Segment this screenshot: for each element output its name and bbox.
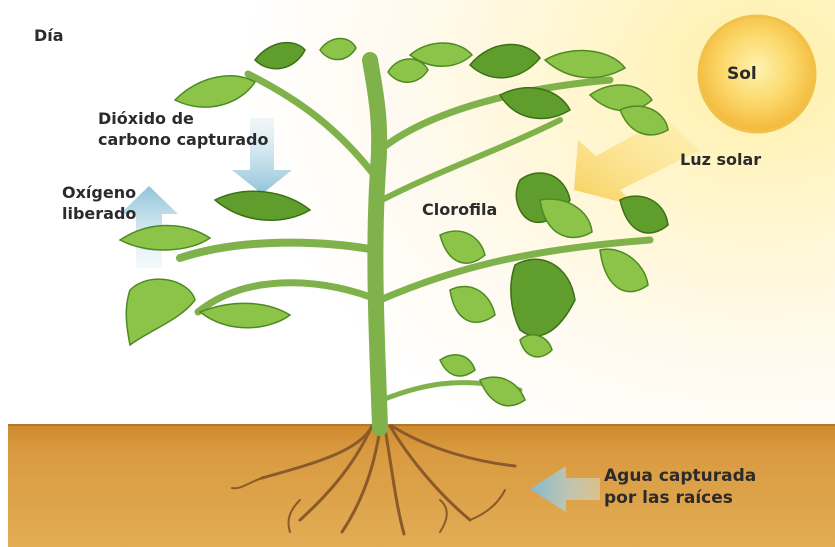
- sunlight-label: Luz solar: [680, 150, 761, 169]
- sun-icon: [699, 16, 815, 132]
- day-label: Día: [34, 26, 64, 45]
- roots: [232, 426, 515, 534]
- water-arrow: [530, 466, 600, 512]
- water-label: Agua capturada por las raíces: [604, 465, 756, 509]
- water-label-line2: por las raíces: [604, 487, 756, 509]
- oxygen-label-line2: liberado: [62, 203, 136, 224]
- co2-label: Dióxido de carbono capturado: [98, 108, 268, 150]
- oxygen-label-line1: Oxígeno: [62, 182, 136, 203]
- co2-label-line1: Dióxido de: [98, 108, 268, 129]
- oxygen-label: Oxígeno liberado: [62, 182, 136, 224]
- sun-label: Sol: [727, 64, 757, 84]
- leaves: [120, 38, 668, 405]
- chlorophyll-label: Clorofila: [422, 200, 497, 219]
- water-label-line1: Agua capturada: [604, 465, 756, 487]
- co2-label-line2: carbono capturado: [98, 129, 268, 150]
